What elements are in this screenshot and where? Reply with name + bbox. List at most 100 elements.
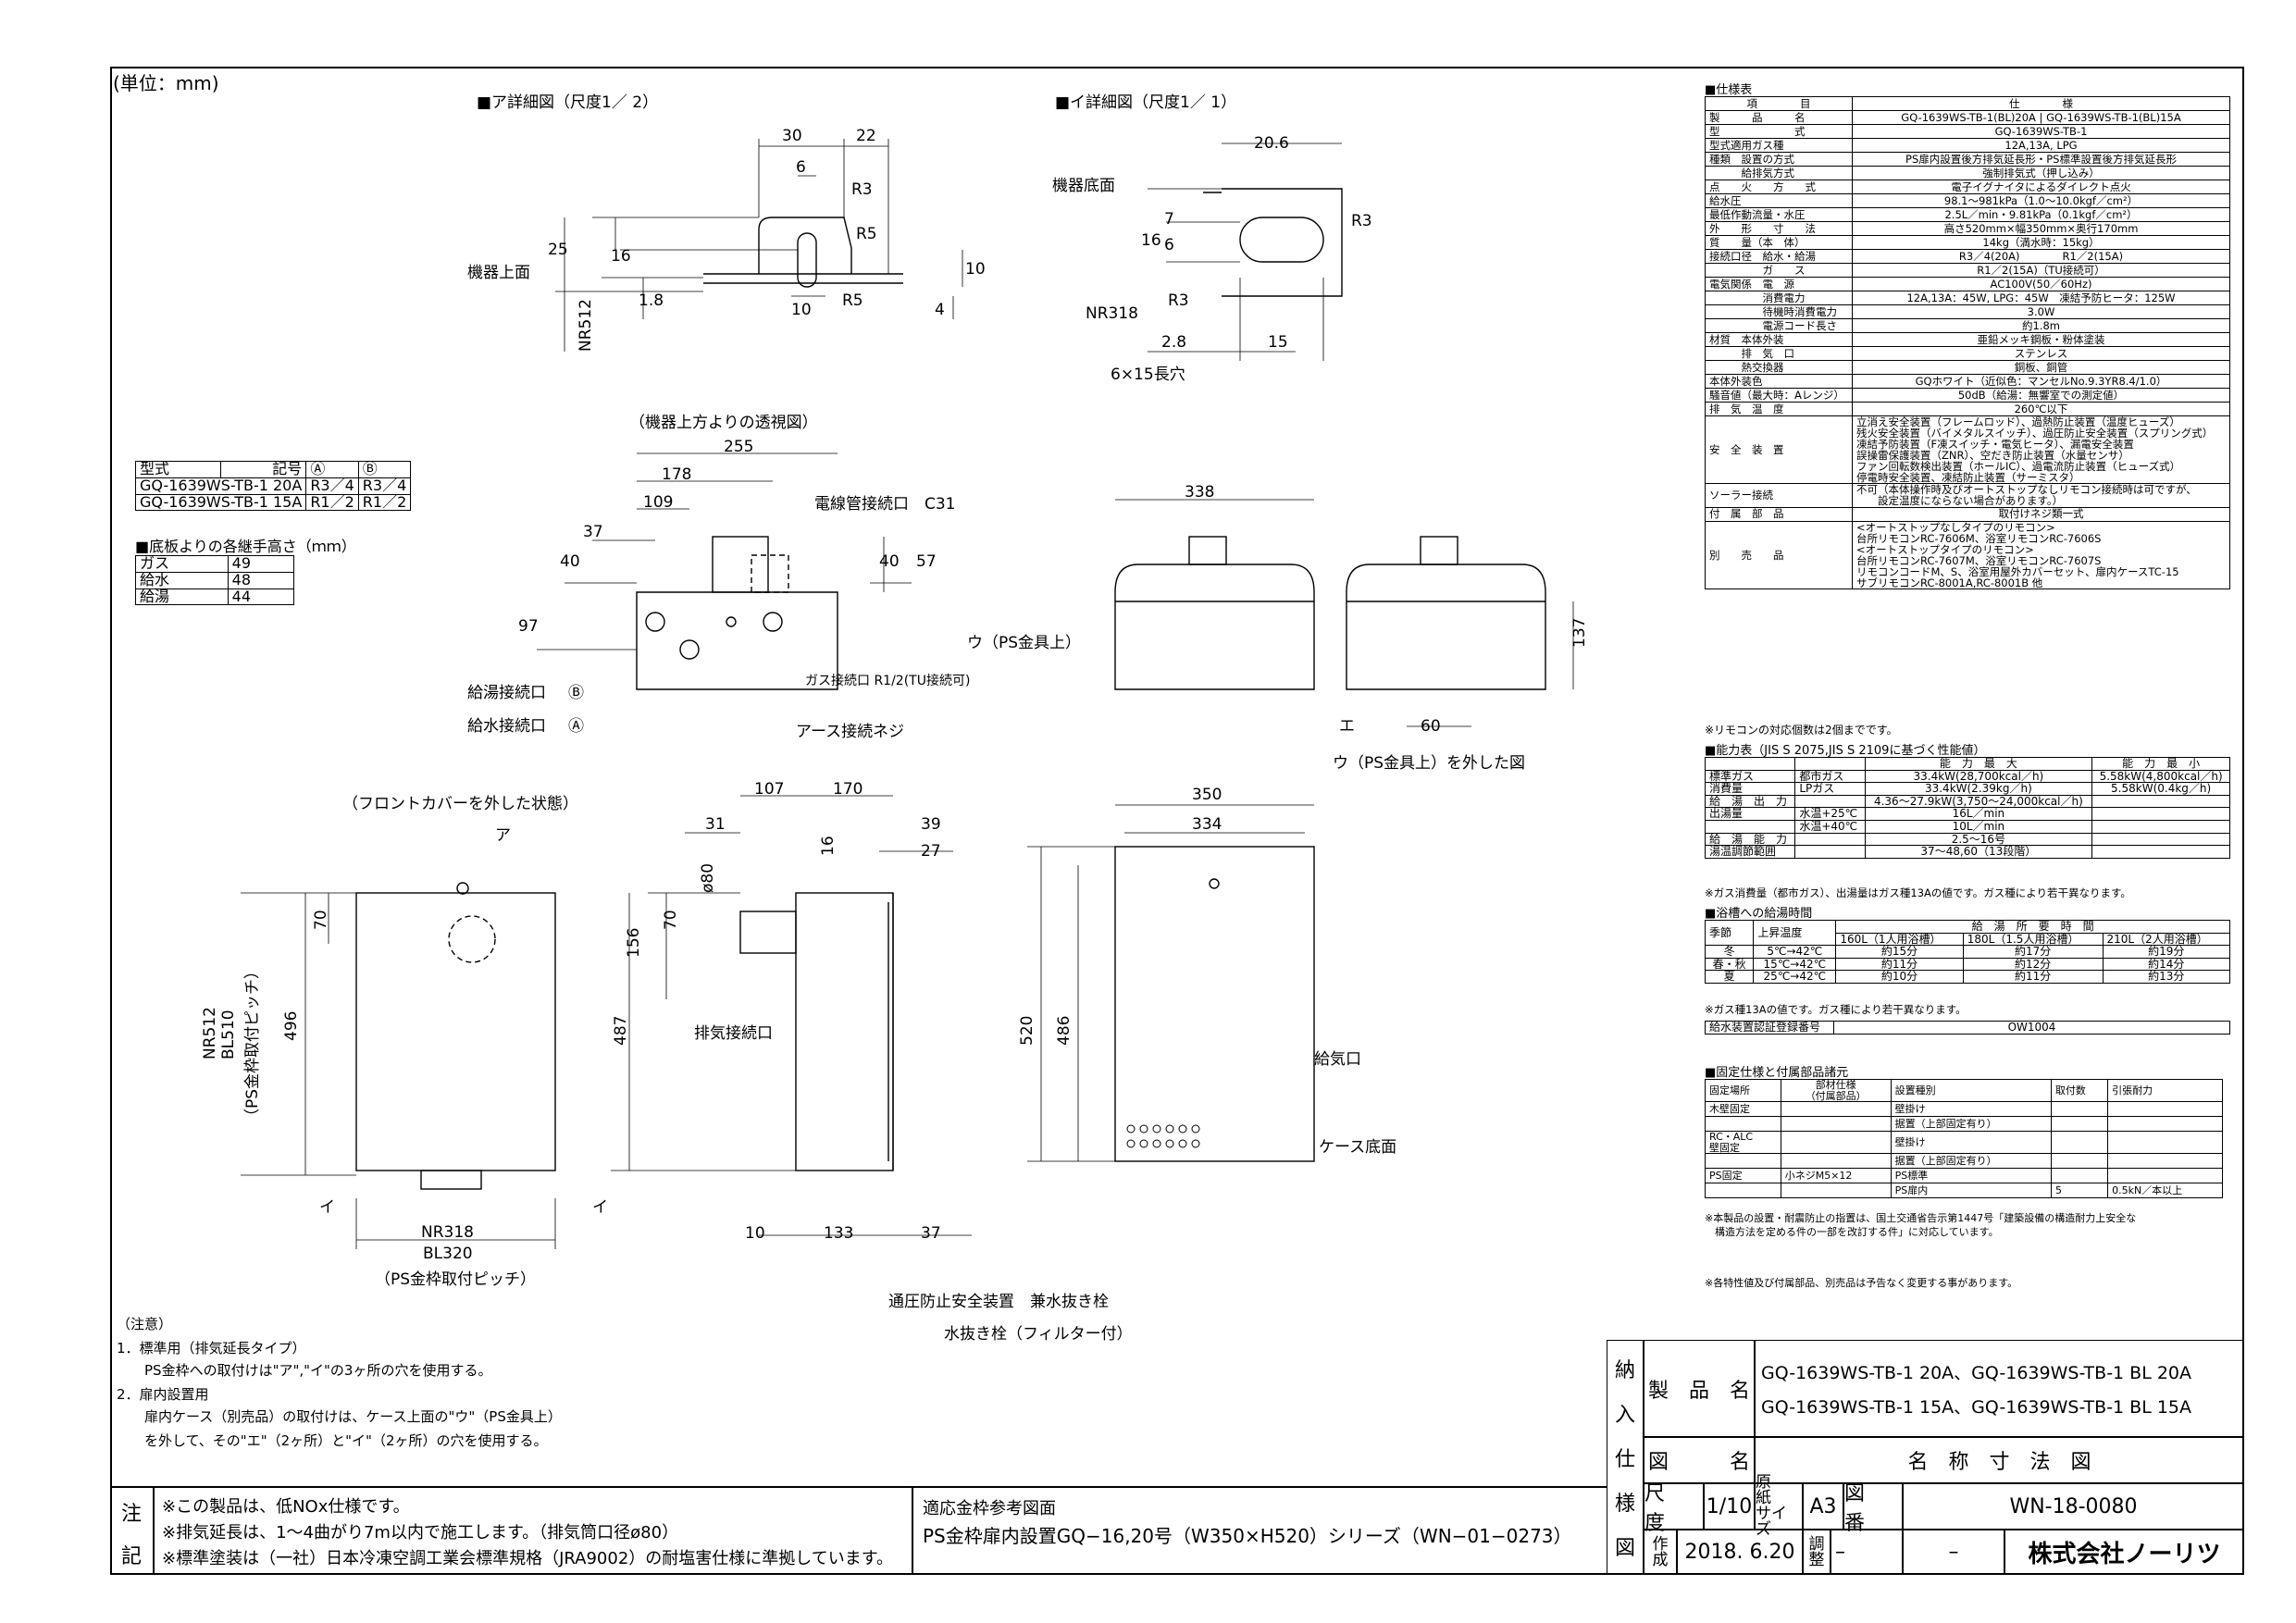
dim-520: 520 [1018, 1016, 1036, 1046]
spec-item: 種類 設置の方式 [1705, 152, 1853, 167]
fix-row: RC・ALC 壁固定壁掛け [1705, 1131, 2223, 1155]
spec-row: 熱交換器銅板、銅管 [1705, 360, 2230, 375]
dim-2-8: 2.8 [1161, 333, 1186, 352]
label-nr318: NR318 [1086, 304, 1138, 323]
number-label: 図 番 [1843, 1482, 1903, 1535]
label-kyusui: 給水接続口 [467, 717, 546, 736]
capacity-cell: 出湯量 [1704, 807, 1796, 821]
dim-31: 31 [705, 815, 726, 834]
label-ps-pitch: （PS金枠取付ピッチ） [375, 1270, 536, 1289]
capacity-cell: 都市ガス [1794, 769, 1866, 784]
capacity-cell: 給 湯 能 力 [1704, 832, 1796, 847]
spec-row: 電源コード長さ約1.8m [1705, 318, 2230, 333]
dim-r5b: R5 [842, 291, 863, 310]
notes-title: （注意） [117, 1316, 173, 1332]
top-view-title: （機器上方よりの透視図） [629, 414, 818, 432]
label-nr512: NR512 [577, 299, 595, 352]
dim-10c: 10 [745, 1224, 765, 1243]
spec-item: 接続口径 給水・給湯 [1705, 249, 1853, 264]
dim-37b: 37 [921, 1224, 941, 1243]
model-header-1: 記号 [220, 461, 307, 478]
dim-r3b: R3 [1351, 212, 1372, 230]
cert-value: OW1004 [1833, 1021, 2230, 1035]
bath-header-210: 210L（2人用浴槽） [2102, 932, 2231, 947]
fix-row: 木壁固定壁掛け [1705, 1101, 2223, 1118]
model-row-1-b: R1／2 [357, 493, 412, 512]
fix-cell [2107, 1131, 2223, 1155]
capacity-cell [1794, 832, 1866, 847]
cap-header-2: 能 力 最 大 [1864, 757, 2093, 771]
title-side-4: 図 [1614, 1537, 1635, 1560]
bath-cell: 冬 [1704, 945, 1755, 959]
fix-cell: 5 [2050, 1183, 2109, 1199]
paper-label: 原 紙 サイズ [1755, 1475, 1803, 1538]
dim-22: 22 [856, 127, 876, 145]
spec-row: 点 火 方 式電子イグナイタによるダイレクト点火 [1705, 180, 2230, 194]
label-bl320: BL320 [423, 1245, 473, 1263]
fix-footnote-3: ※各特性値及び付属部品、別売品は予告なく変更する事があります。 [1705, 1277, 2018, 1289]
dim-4: 4 [935, 301, 945, 319]
dim-60: 60 [1421, 717, 1441, 736]
bath-cell: 25℃→42℃ [1753, 970, 1837, 984]
front-cover-title: （フロントカバーを外した状態） [342, 795, 578, 813]
dim-156: 156 [625, 928, 643, 958]
detail-i-title: ■イ詳細図（尺度1／ 1） [1055, 93, 1236, 112]
spec-header-value: 仕 様 [1852, 96, 2230, 111]
drawing-name: 名 称 寸 法 図 [1755, 1437, 2244, 1483]
spec-value: 260℃以下 [1852, 402, 2230, 416]
model-header-3: Ⓑ [357, 461, 412, 478]
fix-cell [1780, 1131, 1892, 1155]
spec-value: 3.0W [1852, 304, 2230, 319]
dim-178: 178 [662, 465, 691, 484]
ref-body: PS金枠扉内設置GQ−16,20号（W350×H520）シリーズ（WN−01−0… [923, 1525, 1572, 1547]
spec-item: 型式適用ガス種 [1705, 138, 1853, 153]
capacity-cell: 湯温調節範囲 [1704, 845, 1796, 859]
dim-338: 338 [1185, 483, 1214, 502]
label-kyuki: 給気口 [1314, 1050, 1361, 1069]
spec-item: 排 気 口 [1705, 346, 1853, 361]
bath-header-180: 180L（1.5人用浴槽） [1962, 932, 2104, 947]
cap-header-1 [1794, 757, 1866, 771]
spec-row: 質 量（本 体）14kg（満水時：15kg） [1705, 235, 2230, 250]
dim-7: 7 [1164, 210, 1174, 229]
dim-496: 496 [282, 1011, 301, 1041]
cap-header-0 [1704, 757, 1796, 771]
fix-cell [2050, 1101, 2109, 1118]
bath-header-temp: 上昇温度 [1753, 919, 1837, 947]
height-gas-value: 49 [227, 555, 295, 573]
spec-value: 12A,13A, LPG [1852, 138, 2230, 153]
fix-cell [2107, 1168, 2223, 1184]
spec-footnote: ※リモコンの対応個数は2個までです。 [1705, 724, 1898, 737]
fix-cell [1705, 1153, 1781, 1170]
product-name-2: GQ-1639WS-TB-1 15A、GQ-1639WS-TB-1 BL 15A [1761, 1396, 2192, 1418]
check-label: 調 整 [1803, 1530, 1831, 1575]
fix-cell: 木壁固定 [1705, 1101, 1781, 1118]
spec-item: 点 火 方 式 [1705, 180, 1853, 194]
dim-137: 137 [1570, 618, 1589, 648]
dim-97: 97 [518, 617, 539, 636]
fix-cell [2107, 1116, 2223, 1133]
dim-57: 57 [916, 552, 937, 571]
model-row-0-name: GQ-1639WS-TB-1 20A [134, 477, 307, 495]
bottom-note-2: ※排気延長は、1～4曲がり7m以内で施工します。（排気筒口径ø80） [162, 1523, 679, 1542]
approve-value: – [1903, 1530, 2004, 1575]
label-kiki-jomen: 機器上面 [467, 264, 530, 282]
spec-row: 別 売 品<オートストップなしタイプのリモコン> 台所リモコンRC-7606M、… [1705, 520, 2230, 589]
capacity-cell [2091, 819, 2230, 834]
bottom-note-3: ※標準塗装は（一社）日本冷凍空調工業会標準規格（JRA9002）の耐塩害仕様に準… [162, 1549, 893, 1568]
spec-row: ソーラー接続不可（本体操作時及びオートストップなしリモコン接続時は可ですが、 設… [1705, 483, 2230, 508]
fix-cell: 据置（上部固定有り） [1890, 1116, 2052, 1133]
spec-value: 約1.8m [1852, 318, 2230, 333]
label-gas-conn: ガス接続口 R1/2(TU接続可) [805, 673, 970, 688]
spec-value: 2.5L／min・9.81kPa（0.1kgf／cm²） [1852, 207, 2230, 222]
spec-value: 亜鉛メッキ鋼板・粉体塗装 [1852, 332, 2230, 347]
spec-item: 給水圧 [1705, 193, 1853, 208]
spec-item: 付 属 部 品 [1705, 506, 1853, 522]
